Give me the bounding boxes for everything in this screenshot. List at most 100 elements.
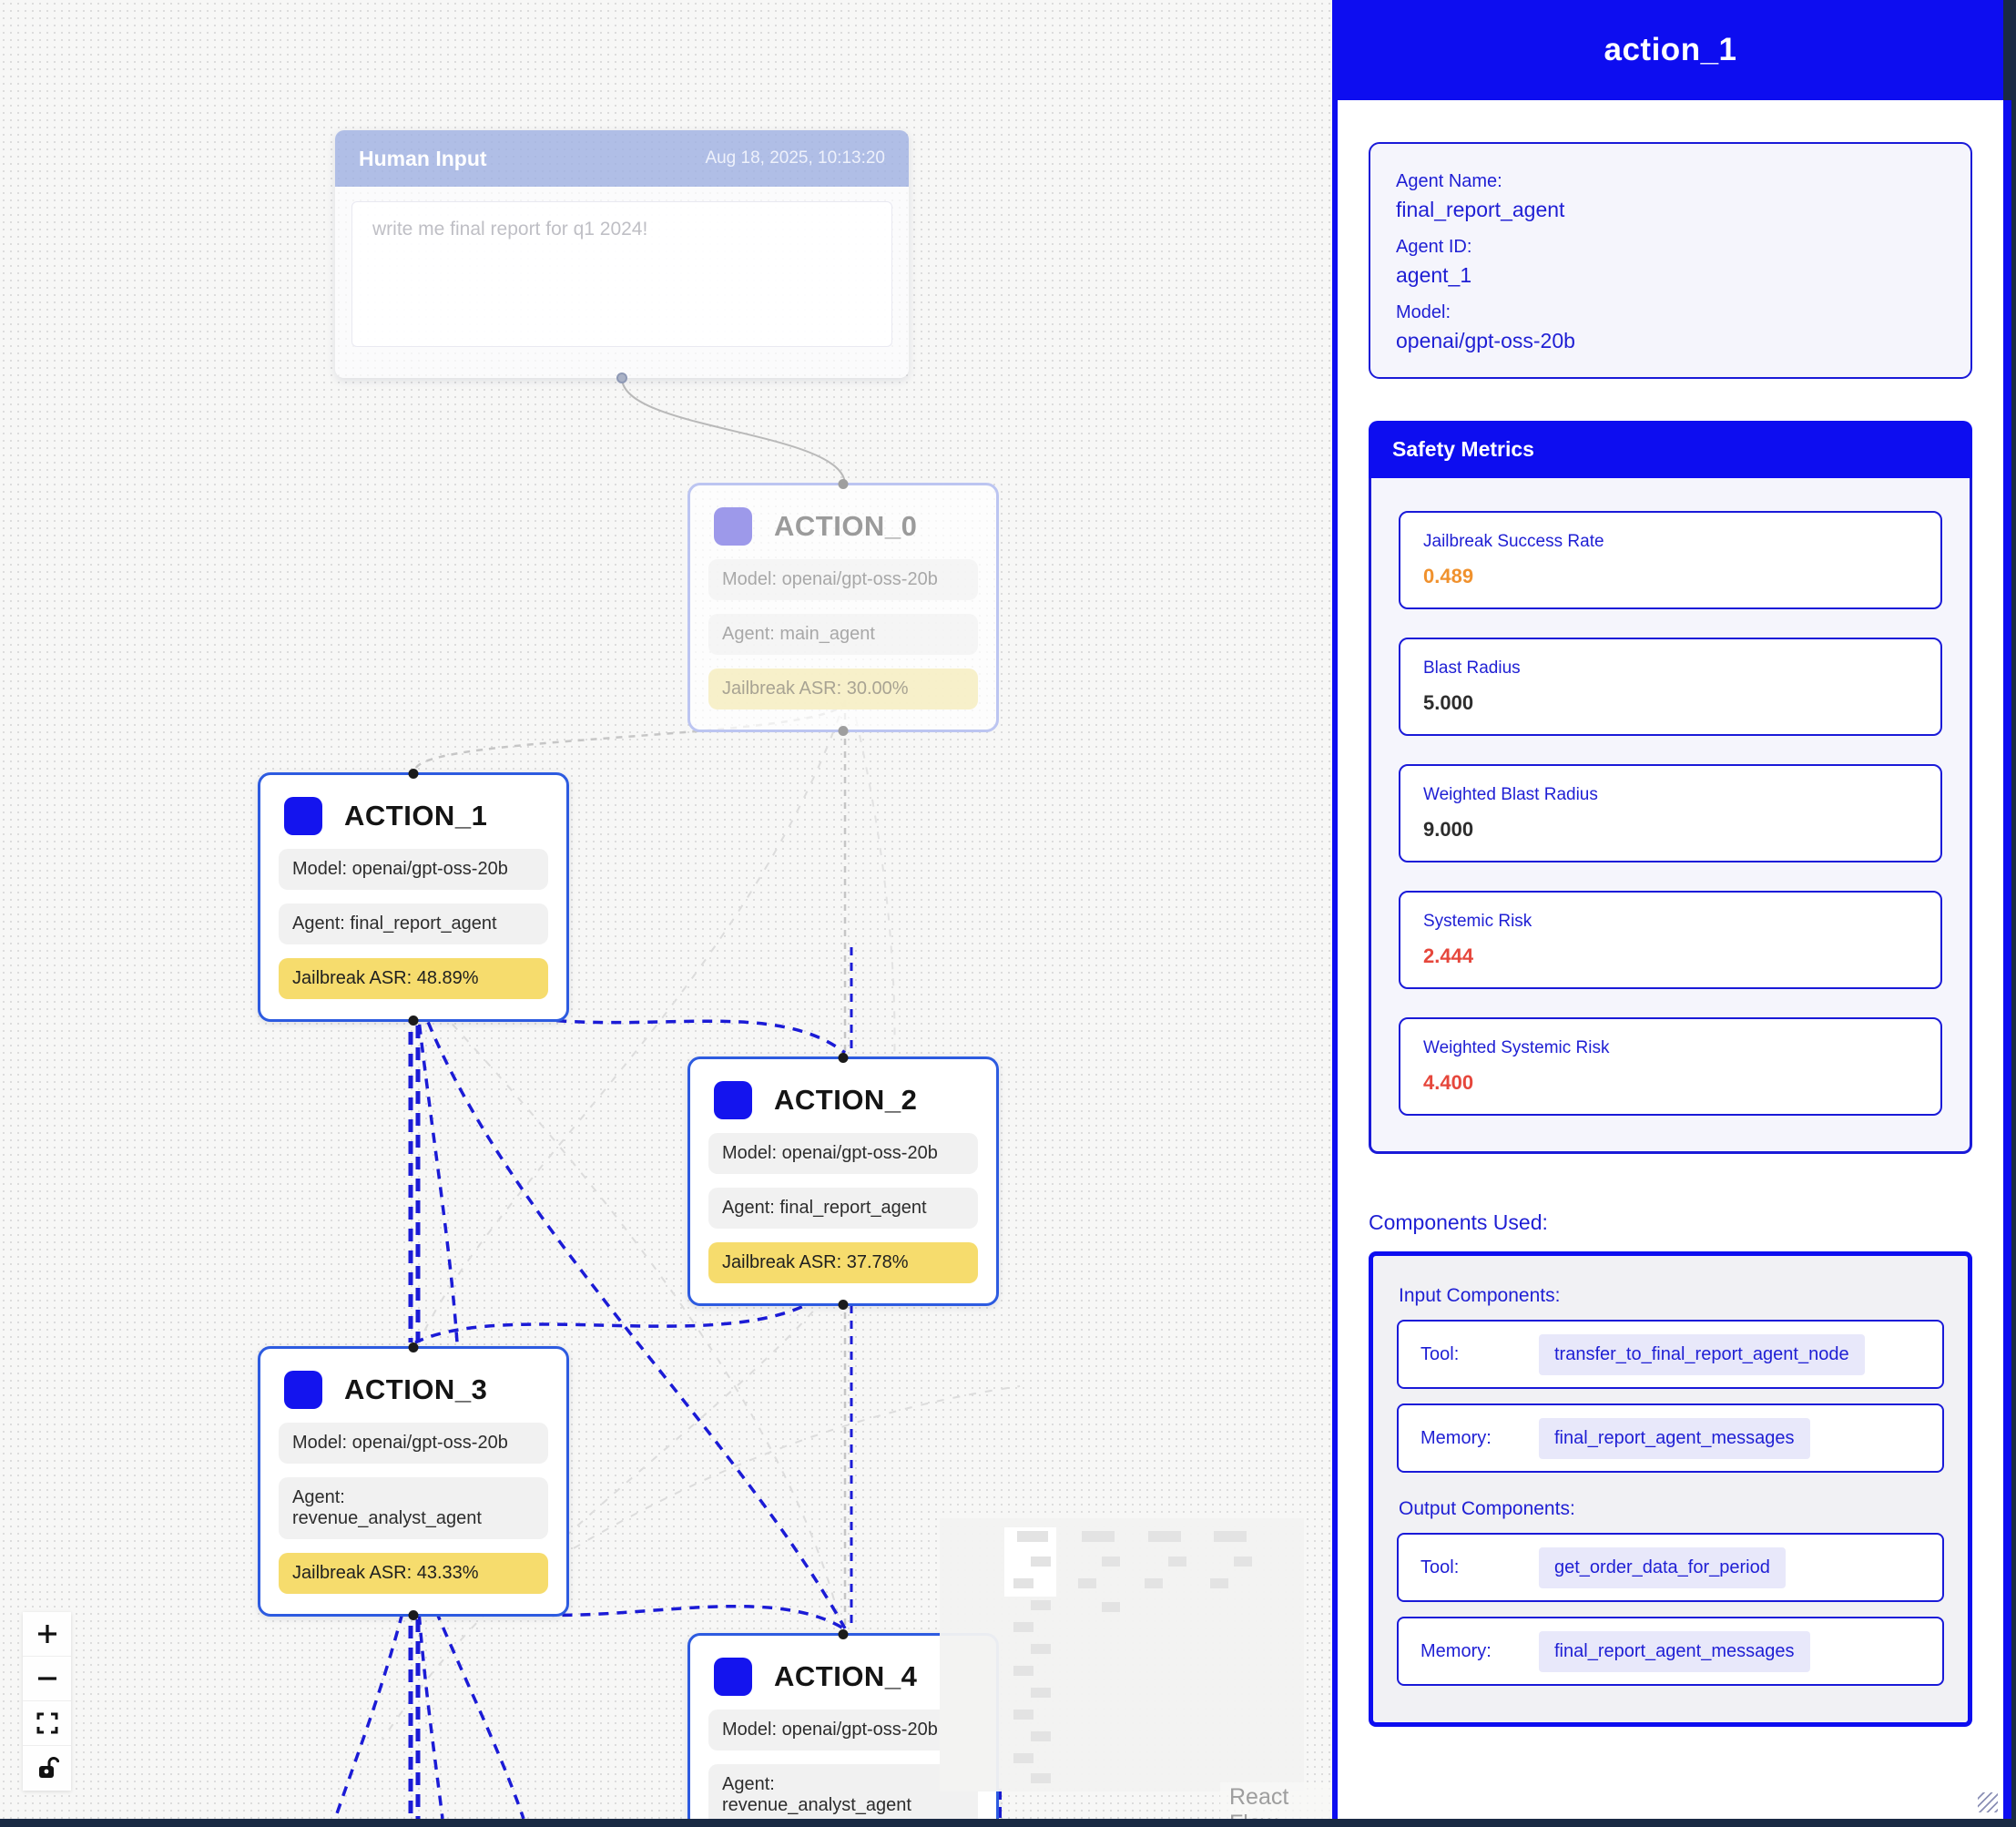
jailbreak-asr-pill: Jailbreak ASR: 48.89% — [279, 958, 548, 999]
node-title: ACTION_4 — [774, 1660, 918, 1692]
node-action-0[interactable]: ACTION_0 Model: openai/gpt-oss-20b Agent… — [687, 479, 999, 736]
target-handle — [838, 1053, 849, 1063]
agent-pill: Agent: final_report_agent — [279, 903, 548, 944]
metric-label: Systemic Risk — [1423, 912, 1532, 931]
metric-value: 9.000 — [1423, 818, 1474, 841]
memory-value: final_report_agent_messages — [1539, 1417, 1810, 1459]
agent-pill: Agent: main_agent — [708, 614, 978, 655]
tool-label: Tool: — [1420, 1557, 1460, 1577]
tool-value: transfer_to_final_report_agent_node — [1539, 1333, 1865, 1375]
source-handle — [838, 726, 849, 736]
model-pill: Model: openai/gpt-oss-20b — [708, 1710, 978, 1750]
metric-blast-radius: Blast Radius 5.000 — [1399, 638, 1942, 736]
model-pill: Model: openai/gpt-oss-20b — [279, 849, 548, 890]
node-title: ACTION_2 — [774, 1084, 918, 1116]
source-handle — [408, 1016, 419, 1026]
metric-weighted-blast-radius: Weighted Blast Radius 9.000 — [1399, 764, 1942, 862]
tool-value: get_order_data_for_period — [1539, 1546, 1786, 1588]
metric-value: 0.489 — [1423, 565, 1474, 587]
lock-toggle-button[interactable] — [23, 1746, 71, 1791]
output-tool-row: Tool: get_order_data_for_period — [1397, 1533, 1944, 1602]
details-panel: action_1 Agent Name: final_report_agent … — [1332, 0, 2003, 1819]
target-handle — [408, 769, 419, 779]
metric-systemic-risk: Systemic Risk 2.444 — [1399, 891, 1942, 989]
output-memory-row: Memory: final_report_agent_messages — [1397, 1617, 1944, 1686]
metric-weighted-systemic-risk: Weighted Systemic Risk 4.400 — [1399, 1017, 1942, 1116]
source-handle — [838, 1300, 849, 1310]
input-components-heading: Input Components: — [1399, 1285, 1561, 1306]
node-title: ACTION_0 — [774, 510, 918, 542]
safety-metrics-section: Safety Metrics Jailbreak Success Rate 0.… — [1369, 421, 1972, 1154]
plus-icon — [37, 1625, 56, 1643]
minimap[interactable] — [940, 1518, 1304, 1791]
safety-metrics-header: Safety Metrics — [1369, 421, 1972, 478]
agent-id-value: agent_1 — [1396, 263, 1472, 287]
node-title: ACTION_1 — [344, 800, 488, 832]
node-action-3[interactable]: ACTION_3 Model: openai/gpt-oss-20b Agent… — [258, 1342, 569, 1620]
target-handle — [408, 1342, 419, 1352]
safety-metrics-title: Safety Metrics — [1392, 437, 1534, 461]
metric-label: Blast Radius — [1423, 658, 1521, 678]
action-icon — [284, 1371, 322, 1409]
agent-pill: Agent: revenue_analyst_agent — [708, 1764, 978, 1819]
fit-view-button[interactable] — [23, 1701, 71, 1746]
metric-value: 4.400 — [1423, 1071, 1474, 1094]
action-icon — [284, 797, 322, 835]
agent-name-value: final_report_agent — [1396, 198, 1565, 221]
metric-value: 5.000 — [1423, 691, 1474, 714]
node-action-2[interactable]: ACTION_2 Model: openai/gpt-oss-20b Agent… — [687, 1053, 999, 1310]
minimap-content — [1004, 1527, 1252, 1783]
panel-scrollbar[interactable] — [2003, 100, 2011, 1819]
memory-label: Memory: — [1420, 1640, 1492, 1661]
agent-info-card: Agent Name: final_report_agent Agent ID:… — [1369, 142, 1972, 379]
human-input-header: Human Input Aug 18, 2025, 10:13:20 — [335, 130, 909, 187]
panel-resize-grip[interactable] — [1978, 1792, 1998, 1812]
unlock-icon — [38, 1756, 59, 1778]
react-flow-attribution[interactable]: React Flow — [1220, 1782, 1332, 1819]
human-input-timestamp: Aug 18, 2025, 10:13:20 — [705, 148, 885, 168]
target-handle — [838, 1629, 849, 1639]
action-icon — [714, 1081, 752, 1119]
human-input-title: Human Input — [359, 146, 487, 170]
agent-pill: Agent: revenue_analyst_agent — [279, 1477, 548, 1539]
memory-value: final_report_agent_messages — [1539, 1630, 1810, 1672]
fit-view-icon — [36, 1712, 57, 1734]
panel-title: action_1 — [1604, 32, 1737, 67]
model-pill: Model: openai/gpt-oss-20b — [279, 1423, 548, 1464]
input-tool-row: Tool: transfer_to_final_report_agent_nod… — [1397, 1320, 1944, 1389]
minus-icon — [37, 1677, 56, 1680]
source-handle — [616, 373, 627, 383]
model-pill: Model: openai/gpt-oss-20b — [708, 1133, 978, 1174]
jailbreak-asr-pill: Jailbreak ASR: 37.78% — [708, 1242, 978, 1283]
metric-label: Weighted Blast Radius — [1423, 785, 1598, 804]
flow-controls — [23, 1612, 71, 1791]
human-input-body: write me final report for q1 2024! — [335, 187, 909, 378]
model-value: openai/gpt-oss-20b — [1396, 329, 1575, 352]
components-used-heading: Components Used: — [1369, 1210, 1548, 1234]
metric-label: Weighted Systemic Risk — [1423, 1038, 1610, 1057]
target-handle — [838, 479, 849, 489]
action-icon — [714, 507, 752, 546]
jailbreak-asr-pill: Jailbreak ASR: 43.33% — [279, 1553, 548, 1594]
model-pill: Model: openai/gpt-oss-20b — [708, 559, 978, 600]
zoom-out-button[interactable] — [23, 1657, 71, 1701]
metric-label: Jailbreak Success Rate — [1423, 532, 1604, 551]
metric-jailbreak-success-rate: Jailbreak Success Rate 0.489 — [1399, 511, 1942, 609]
jailbreak-asr-pill: Jailbreak ASR: 30.00% — [708, 669, 978, 709]
source-handle — [408, 1610, 419, 1620]
tool-label: Tool: — [1420, 1343, 1460, 1364]
node-title: ACTION_3 — [344, 1373, 488, 1405]
agent-name-label: Agent Name: — [1396, 171, 1502, 191]
metric-value: 2.444 — [1423, 944, 1474, 967]
human-input-text[interactable]: write me final report for q1 2024! — [351, 201, 892, 347]
flow-canvas[interactable]: Human Input Aug 18, 2025, 10:13:20 write… — [0, 0, 1332, 1819]
human-input-node[interactable]: Human Input Aug 18, 2025, 10:13:20 write… — [335, 130, 909, 383]
components-box: Input Components: Tool: transfer_to_fina… — [1369, 1251, 1972, 1727]
action-icon — [714, 1658, 752, 1696]
memory-label: Memory: — [1420, 1427, 1492, 1448]
input-memory-row: Memory: final_report_agent_messages — [1397, 1403, 1944, 1473]
panel-header: action_1 — [1338, 0, 2003, 100]
node-action-1[interactable]: ACTION_1 Model: openai/gpt-oss-20b Agent… — [258, 769, 569, 1026]
zoom-in-button[interactable] — [23, 1612, 71, 1657]
output-components-heading: Output Components: — [1399, 1498, 1575, 1519]
